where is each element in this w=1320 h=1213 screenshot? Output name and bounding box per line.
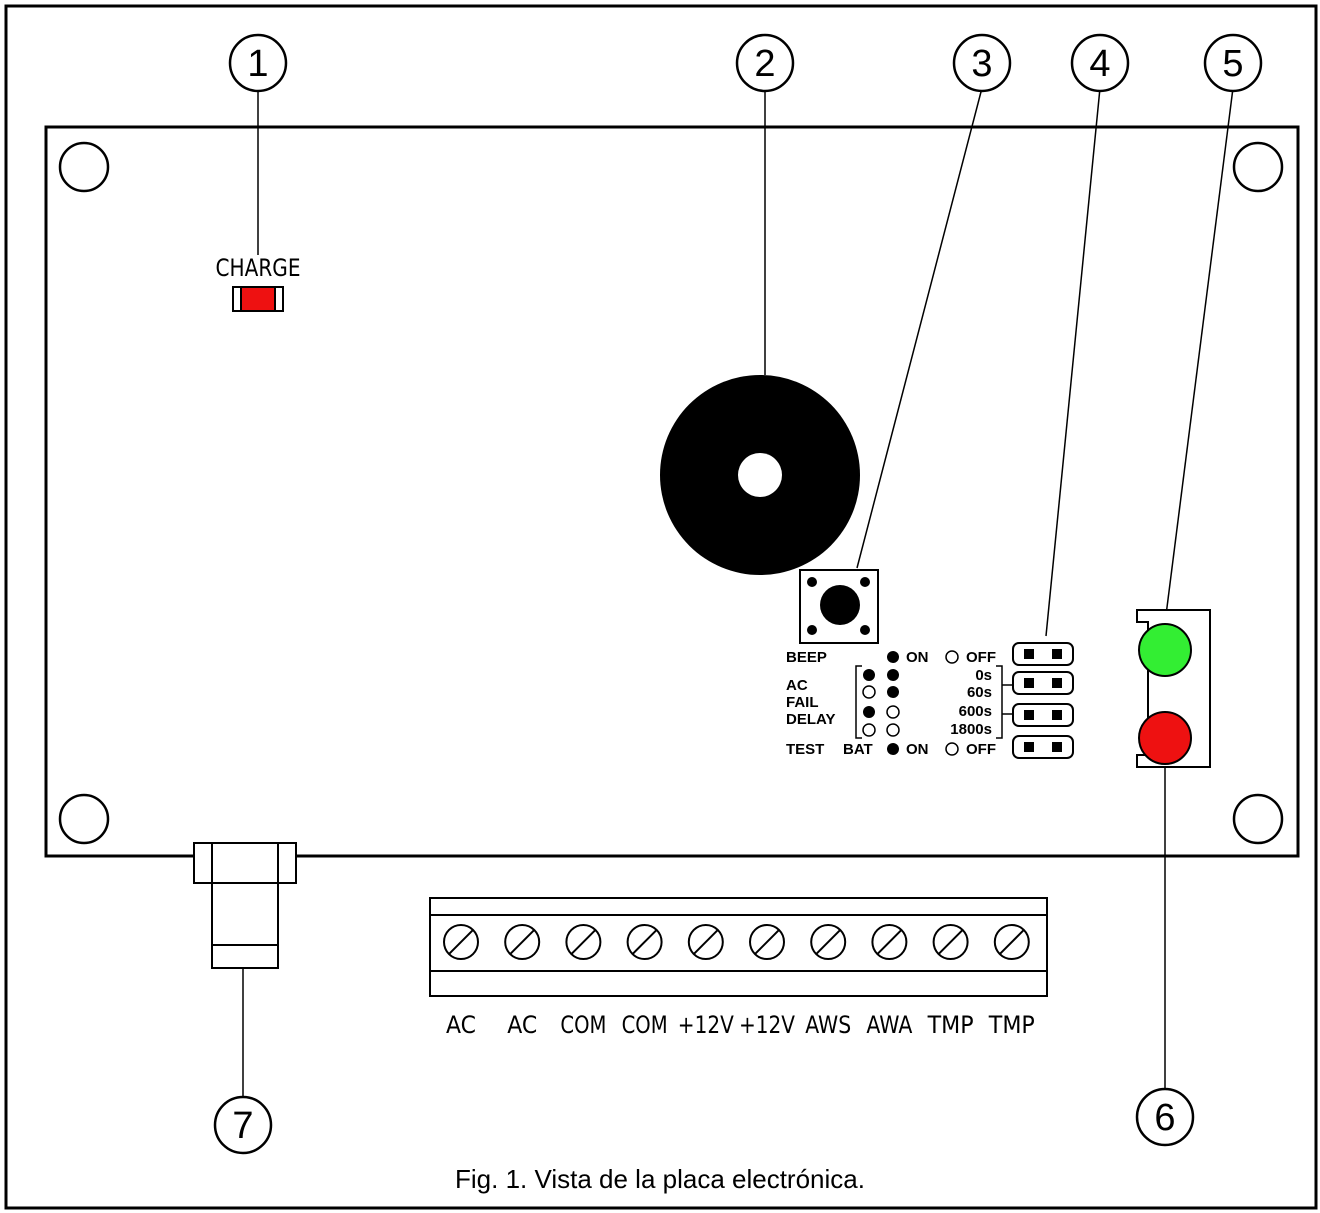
fail-label: FAIL (786, 694, 819, 711)
mounting-hole-bottom-right (1232, 793, 1284, 845)
callout-7: 7 (213, 1095, 273, 1155)
leader-line-4 (1045, 87, 1101, 637)
terminal-label: TMP (988, 1011, 1035, 1039)
delay-label: DELAY (786, 711, 835, 728)
terminal-screw (810, 924, 847, 960)
red-led (1138, 711, 1192, 765)
beep-on-label: ON (906, 649, 929, 666)
callout-1-number: 1 (247, 43, 268, 85)
callout-7-number: 7 (232, 1105, 253, 1147)
terminal-screw (871, 924, 908, 960)
terminal-screw (932, 924, 969, 960)
beep-off-label: OFF (966, 649, 996, 666)
terminal-label: AC (507, 1011, 537, 1039)
terminal-screw (749, 924, 785, 960)
delay-dot-r4c1 (862, 723, 876, 737)
delay-600s-label: 600s (959, 703, 992, 720)
terminal-label: +12V (739, 1011, 795, 1039)
delay-dot-r1c1 (863, 669, 875, 681)
callout-4: 4 (1070, 33, 1130, 93)
delay-0s-label: 0s (975, 667, 992, 684)
jumper-delay-1[interactable] (1012, 671, 1074, 695)
delay-dot-r3c1 (863, 706, 875, 718)
delay-bracket-left (855, 665, 862, 739)
terminal-label: AWS (805, 1011, 851, 1039)
terminal-screw (993, 924, 1030, 960)
green-led (1138, 623, 1192, 677)
testbat-off-dot (945, 742, 959, 756)
beep-label: BEEP (786, 649, 827, 666)
buzzer (660, 375, 860, 575)
callout-5: 5 (1203, 33, 1263, 93)
delay-dot-r1c2 (887, 669, 899, 681)
terminal-label: AWA (866, 1011, 912, 1039)
delay-dot-r3c2 (886, 705, 900, 719)
testbat-off-label: OFF (966, 741, 996, 758)
mounting-hole-top-left (58, 141, 110, 193)
callout-6-number: 6 (1154, 1097, 1175, 1139)
terminal-label: TMP (927, 1011, 974, 1039)
delay-60s-label: 60s (967, 684, 992, 701)
terminal-block (429, 897, 1048, 997)
callout-2-number: 2 (754, 43, 775, 85)
terminal-screw (504, 924, 541, 960)
leader-line-5 (1164, 87, 1234, 624)
delay-dot-r2c2 (887, 686, 899, 698)
jumper-delay-2[interactable] (1012, 703, 1074, 727)
terminal-label: COM (622, 1011, 668, 1039)
beep-on-dot (887, 651, 899, 663)
terminal-label: +12V (678, 1011, 734, 1039)
terminal-screw (443, 924, 479, 960)
testbat-on-label: ON (906, 741, 929, 758)
callout-5-number: 5 (1222, 43, 1243, 85)
charge-label: CHARGE (216, 254, 301, 282)
jumper-beep[interactable] (1012, 642, 1074, 666)
jumper-panel: BEEP ON OFF AC FAIL DELAY 0s 60s 600s 18… (786, 649, 1012, 758)
terminal-screw (565, 924, 602, 960)
terminal-label: AC (446, 1011, 476, 1039)
mounting-hole-bottom-left (58, 793, 110, 845)
figure-caption: Fig. 1. Vista de la placa electrónica. (455, 1164, 865, 1194)
test-label: TEST (786, 741, 824, 758)
delay-dot-r4c2 (886, 723, 900, 737)
terminal-screw (626, 924, 663, 960)
bat-label: BAT (843, 741, 873, 758)
leader-line-3 (856, 87, 983, 569)
beep-off-dot (945, 650, 959, 664)
callout-3: 3 (952, 33, 1012, 93)
delay-bracket-right (996, 665, 1003, 739)
terminal-screw (687, 924, 724, 960)
terminal-label: COM (560, 1011, 606, 1039)
delay-1800s-label: 1800s (950, 721, 992, 738)
charge-led (232, 286, 284, 312)
callout-6: 6 (1135, 1087, 1195, 1147)
callout-2: 2 (735, 33, 795, 93)
power-connector (193, 842, 297, 969)
outer-frame (4, 4, 1318, 1210)
callout-1: 1 (228, 33, 288, 93)
tamper-button (799, 569, 879, 644)
pcb-board (44, 125, 1300, 858)
charge-led-light (242, 288, 274, 310)
callout-3-number: 3 (971, 43, 992, 85)
led-holder (1136, 609, 1211, 768)
terminal-labels: AC AC COM COM +12V+12V AWS AWA TMP TMP (446, 1011, 1035, 1039)
delay-dot-r2c1 (862, 685, 876, 699)
callout-4-number: 4 (1089, 43, 1110, 85)
ac-label: AC (786, 677, 808, 694)
mounting-hole-top-right (1232, 141, 1284, 193)
testbat-on-dot (887, 743, 899, 755)
jumper-test-bat[interactable] (1012, 735, 1074, 759)
